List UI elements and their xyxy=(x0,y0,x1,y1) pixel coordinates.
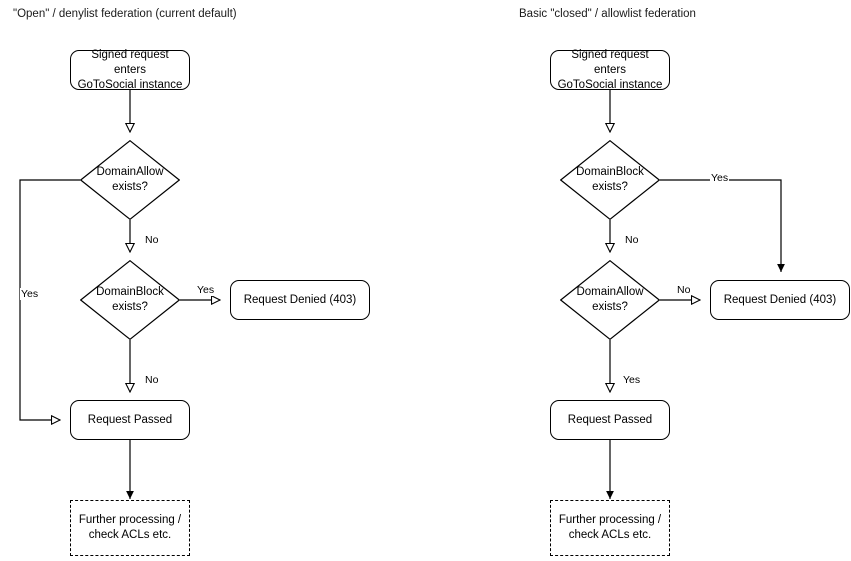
edge-label-right-allow-yes: Yes xyxy=(622,374,642,386)
node-left-request-denied[interactable]: Request Denied (403) xyxy=(230,280,370,320)
edge-label-right-allow-no: No xyxy=(676,284,692,296)
edge-label-right-block-no: No xyxy=(624,234,640,246)
node-left-request-passed-label: Request Passed xyxy=(87,413,173,426)
edge-label-left-allow-yes: Yes xyxy=(20,288,40,300)
column-title-open: "Open" / denylist federation (current de… xyxy=(13,8,237,20)
node-right-request-passed[interactable]: Request Passed xyxy=(550,400,670,440)
node-right-further-processing[interactable]: Further processing /check ACLs etc. xyxy=(550,500,670,556)
node-left-request-passed[interactable]: Request Passed xyxy=(70,400,190,440)
edge-label-left-block-yes: Yes xyxy=(196,284,216,296)
edge-label-right-block-yes: Yes xyxy=(710,172,730,184)
column-title-closed: Basic "closed" / allowlist federation xyxy=(519,8,696,20)
node-left-further-processing[interactable]: Further processing /check ACLs etc. xyxy=(70,500,190,556)
node-right-further-processing-label: Further processing /check ACLs etc. xyxy=(558,514,662,541)
edge-label-left-allow-no: No xyxy=(144,234,160,246)
node-right-request-denied[interactable]: Request Denied (403) xyxy=(710,280,850,320)
node-right-request-passed-label: Request Passed xyxy=(567,413,653,426)
node-left-request-denied-label: Request Denied (403) xyxy=(243,293,357,306)
edge-label-left-block-no: No xyxy=(144,374,160,386)
node-left-further-processing-label: Further processing /check ACLs etc. xyxy=(78,514,182,541)
edge-left-d1-yes-to-passed xyxy=(19,179,80,420)
node-right-request-denied-label: Request Denied (403) xyxy=(723,293,837,306)
edge-right-d1-yes-to-denied xyxy=(660,179,785,272)
